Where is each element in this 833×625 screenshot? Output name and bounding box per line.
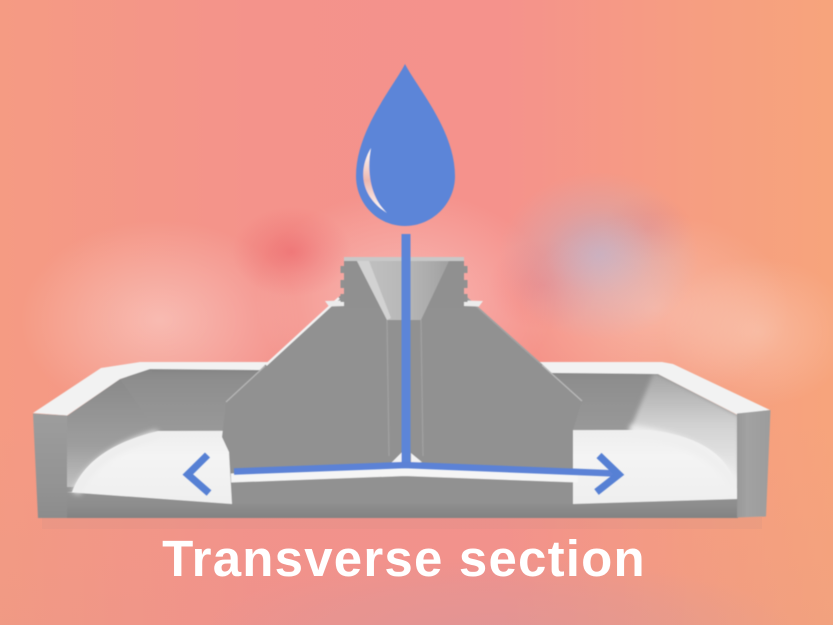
svg-text:Transverse section: Transverse section	[162, 530, 646, 587]
